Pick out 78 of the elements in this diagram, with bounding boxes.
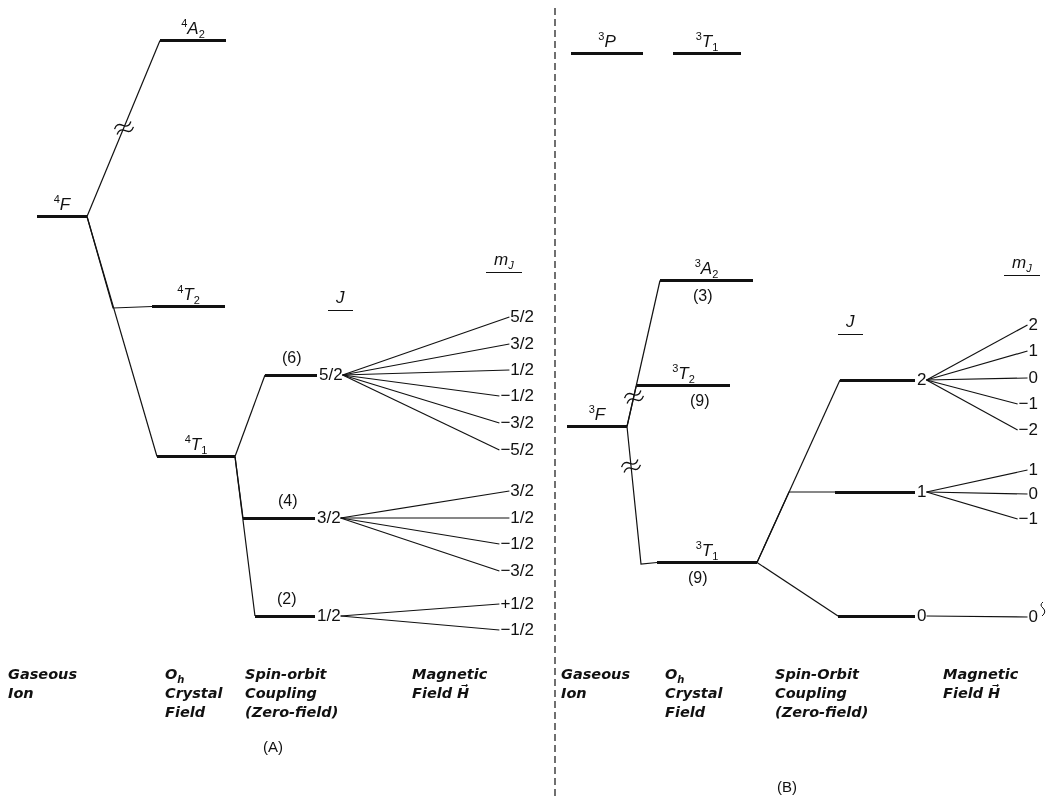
energy-level: 2	[840, 372, 927, 388]
correlation-line	[342, 374, 500, 451]
sublevel-value: −2	[1017, 422, 1038, 438]
correlation-line	[340, 615, 500, 631]
sublevel-value: 1/2	[509, 362, 534, 378]
degeneracy-label: (9)	[690, 392, 710, 410]
degeneracy-label: (4)	[278, 492, 298, 510]
energy-level: $^{4}$T$_{1}$	[157, 434, 235, 458]
correlation-line	[342, 374, 500, 424]
correlation-line	[342, 316, 510, 376]
correlation-line	[342, 374, 500, 397]
energy-level: 5/2	[265, 367, 343, 383]
column-heading: Spin-Orbit Coupling (Zero-field)	[775, 665, 870, 722]
sublevel-value: 1	[1027, 462, 1038, 478]
sublevel-value: 2	[1027, 317, 1038, 333]
energy-level: 0	[838, 608, 927, 624]
sublevel-value: 1/2	[509, 510, 534, 526]
correlation-line	[626, 425, 658, 565]
sublevel-value: 3/2	[509, 336, 534, 352]
correlation-line	[925, 377, 1029, 381]
degeneracy-label: (9)	[688, 569, 708, 587]
sublevel-value: 1	[1027, 343, 1038, 359]
energy-level: 3/2	[243, 510, 341, 526]
column-heading: Magnetic Field H⃗	[412, 665, 489, 703]
sublevel-value: 3/2	[509, 483, 534, 499]
energy-level: $^{3}$F	[567, 404, 627, 428]
sublevel-value: 0	[1027, 486, 1038, 502]
correlation-line	[342, 369, 510, 376]
correlation-line	[340, 517, 500, 572]
correlation-line	[342, 343, 510, 376]
degeneracy-label: (3)	[693, 287, 713, 305]
energy-level: $^{4}$T$_{2}$	[152, 284, 225, 308]
energy-level: $^{4}$A$_{2}$	[160, 18, 226, 42]
column-heading: Gaseous Ion	[561, 665, 632, 703]
sublevel-value: −1	[1017, 511, 1038, 527]
sublevel-value: +1/2	[499, 596, 534, 612]
panel-label: (B)	[777, 778, 797, 796]
correlation-line	[626, 384, 638, 428]
correlation-line	[925, 491, 1029, 495]
sublevel-value: −1/2	[499, 536, 534, 552]
energy-level: $^{3}$P	[571, 31, 643, 55]
energy-level: $^{4}$F	[37, 194, 87, 218]
sublevel-value: −3/2	[499, 415, 534, 431]
sublevel-value: 5/2	[509, 309, 534, 325]
degeneracy-label: (6)	[282, 349, 302, 367]
degeneracy-label: (2)	[277, 590, 297, 608]
correlation-line	[340, 603, 500, 617]
energy-level: $^{3}$T$_{1}$	[673, 31, 741, 55]
correlation-line	[340, 517, 500, 545]
energy-level: 1	[835, 484, 927, 500]
sublevel-value: 0	[1027, 609, 1038, 625]
correlation-line	[756, 561, 839, 617]
column-heading: O$_{h}$ Crystal Field	[165, 665, 224, 722]
sublevel-value: 0	[1027, 370, 1038, 386]
panel-label: (A)	[263, 738, 283, 756]
correlation-line	[340, 517, 510, 519]
energy-level: $^{3}$T$_{2}$	[637, 363, 730, 387]
correlation-line	[756, 491, 836, 564]
correlation-line	[925, 379, 1019, 431]
column-heading: O$_{h}$ Crystal Field	[665, 665, 724, 722]
correlation-line	[925, 491, 1019, 520]
correlation-line	[925, 615, 1029, 618]
column-heading: Gaseous Ion	[8, 665, 79, 703]
correlation-line	[86, 39, 161, 218]
sublevel-value: −3/2	[499, 563, 534, 579]
column-heading: Magnetic Field H⃗	[943, 665, 1020, 703]
energy-level: $^{3}$T$_{1}$	[657, 540, 757, 564]
sublevel-value: −5/2	[499, 442, 534, 458]
correlation-line	[234, 374, 266, 458]
correlation-line	[86, 215, 158, 458]
energy-level: 1/2	[255, 608, 341, 624]
energy-level: $^{3}$A$_{2}$	[660, 258, 753, 282]
sublevel-value: −1	[1017, 396, 1038, 412]
correlation-line	[925, 324, 1029, 381]
column-heading: Spin-orbit Coupling (Zero-field)	[245, 665, 340, 722]
sublevel-value: −1/2	[499, 388, 534, 404]
correlation-line	[234, 455, 256, 617]
sublevel-value: −1/2	[499, 622, 534, 638]
